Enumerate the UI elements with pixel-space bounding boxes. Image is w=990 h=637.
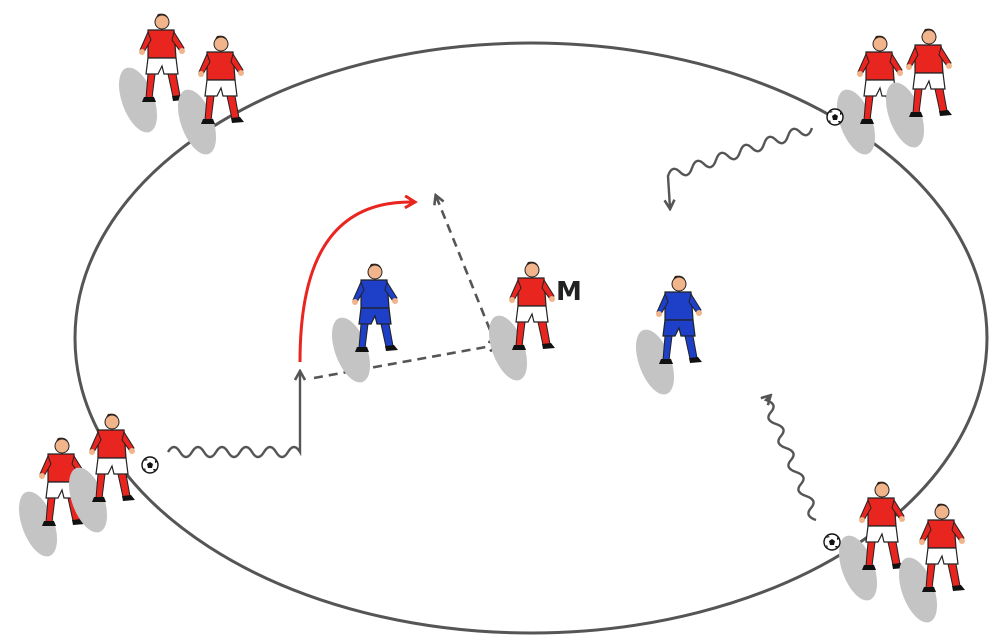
player-icon bbox=[480, 261, 556, 387]
dribble-arrow-top-right bbox=[668, 127, 814, 208]
player-icon bbox=[627, 275, 703, 401]
pass-arrow-return bbox=[436, 196, 492, 331]
soccer-ball-icon bbox=[141, 456, 159, 474]
player-icon bbox=[323, 263, 399, 389]
run-arrow bbox=[298, 202, 414, 363]
player-icon bbox=[110, 12, 186, 139]
midfielder-label: M bbox=[556, 277, 582, 307]
field-boundary bbox=[73, 41, 989, 635]
player-icon bbox=[169, 34, 245, 161]
pass-arrow-to-midfielder bbox=[313, 345, 497, 380]
soccer-ball-icon bbox=[823, 533, 841, 551]
player-icon bbox=[877, 27, 953, 154]
soccer-ball-icon bbox=[826, 108, 844, 126]
dribble-arrow-bottom-right bbox=[766, 396, 817, 522]
dribble-arrow-left bbox=[166, 372, 300, 459]
player-icon bbox=[890, 503, 966, 629]
player-icon bbox=[830, 481, 906, 607]
